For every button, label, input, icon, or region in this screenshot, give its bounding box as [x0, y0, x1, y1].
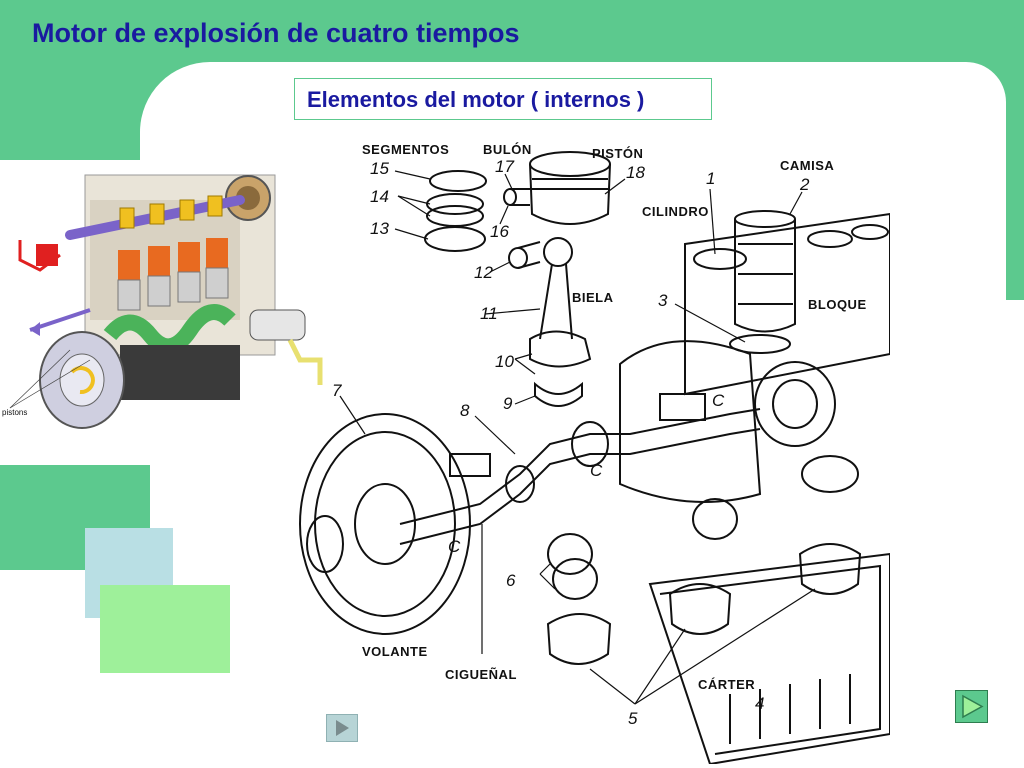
play-left-icon	[336, 720, 349, 736]
number-6: 6	[506, 571, 516, 590]
c-mark: C	[712, 391, 725, 410]
label-bloque: BLOQUE	[808, 297, 867, 312]
subtitle-box: Elementos del motor ( internos )	[294, 78, 712, 120]
label-bulon: BULÓN	[483, 142, 532, 157]
number-15: 15	[370, 159, 389, 178]
number-13: 13	[370, 219, 389, 238]
pistons-label: pistons	[2, 408, 27, 417]
label-camisa: CAMISA	[780, 158, 834, 173]
label-biela: BIELA	[572, 290, 614, 305]
label-carter: CÁRTER	[698, 677, 755, 692]
c-mark: C	[590, 461, 603, 480]
number-2: 2	[799, 175, 810, 194]
number-10: 10	[495, 352, 514, 371]
number-4: 4	[755, 694, 764, 713]
number-14: 14	[370, 187, 389, 206]
next-slide-button[interactable]	[955, 690, 988, 723]
engine-cutaway-illustration: pistons	[2, 174, 323, 429]
number-12: 12	[474, 263, 493, 282]
number-11: 11	[480, 304, 498, 323]
number-16: 16	[490, 222, 509, 241]
label-volante: VOLANTE	[362, 644, 428, 659]
number-3: 3	[658, 291, 668, 310]
label-ciguenal: CIGUEÑAL	[445, 667, 517, 682]
engine-exploded-diagram: SEGMENTOS BULÓN PISTÓN CAMISA CILINDRO B…	[299, 142, 890, 764]
play-right-icon	[962, 694, 984, 719]
label-piston: PISTÓN	[592, 146, 643, 161]
slide-subtitle: Elementos del motor ( internos )	[307, 87, 645, 112]
number-8: 8	[460, 401, 470, 420]
number-18: 18	[626, 163, 645, 182]
slide-title: Motor de explosión de cuatro tiempos	[32, 18, 520, 48]
label-cilindro: CILINDRO	[642, 204, 709, 219]
decorative-square-lightgreen	[100, 585, 230, 673]
number-1: 1	[706, 169, 715, 188]
previous-slide-button[interactable]	[326, 714, 358, 742]
number-7: 7	[332, 381, 342, 400]
number-5: 5	[628, 709, 638, 728]
label-segmentos: SEGMENTOS	[362, 142, 449, 157]
c-mark: C	[448, 537, 461, 556]
number-9: 9	[503, 394, 513, 413]
number-17: 17	[495, 157, 514, 176]
